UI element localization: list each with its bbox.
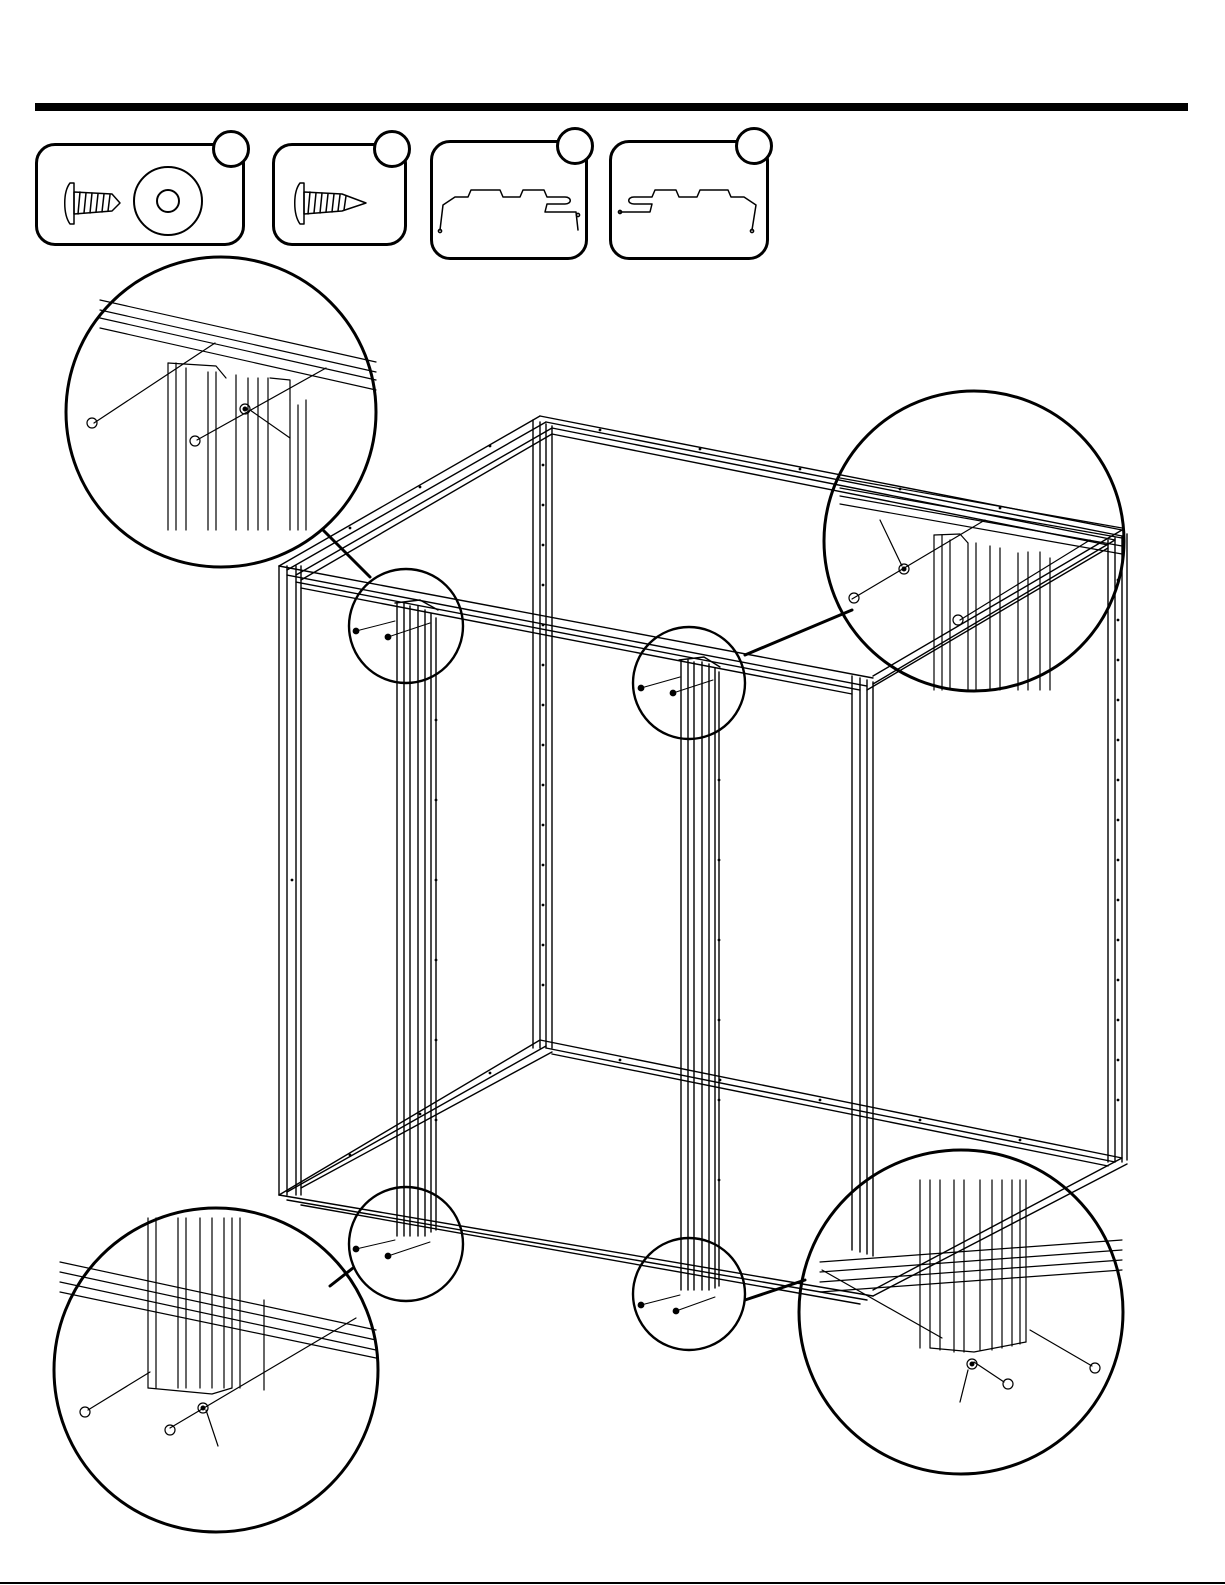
leader-top-right [745, 610, 852, 655]
panel-profile-right-icon [618, 190, 756, 233]
screw-with-washer-icon [65, 167, 202, 235]
leader-bottom-right [745, 1280, 805, 1300]
post-holes [291, 429, 1120, 1182]
callout-circle-bottom-left [349, 1187, 463, 1301]
detail-bottom-right [799, 1150, 1123, 1474]
detail-top-right [824, 391, 1124, 691]
footer-rule [0, 1582, 1225, 1584]
callout-circle-bottom-center [633, 1238, 745, 1350]
detail-top-left [66, 257, 376, 567]
callout-circle-top-left [349, 569, 463, 683]
screw-icon [295, 183, 366, 224]
panel-profile-left-icon [438, 190, 579, 233]
detail-bottom-left [54, 1208, 378, 1532]
